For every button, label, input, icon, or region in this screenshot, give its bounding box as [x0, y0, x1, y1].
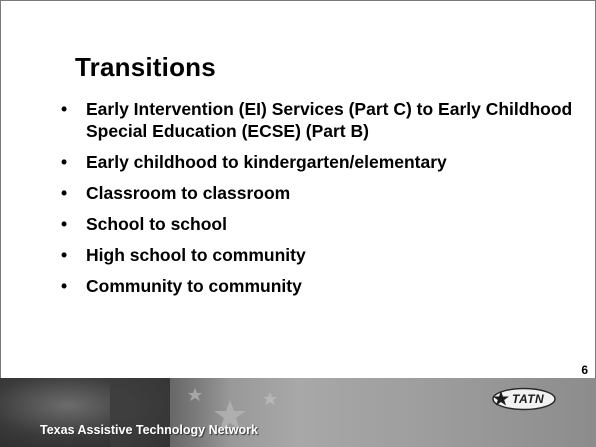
- bullet-text: Community to community: [86, 276, 302, 296]
- logo-text: TATN: [512, 392, 545, 406]
- bullet-text: High school to community: [86, 245, 306, 265]
- bullet-item: • School to school: [61, 213, 581, 235]
- footer-photo-fade: [110, 378, 230, 447]
- bullet-item: • Community to community: [61, 275, 581, 297]
- footer-stars-decoration: [188, 388, 277, 430]
- bullet-icon: •: [61, 276, 68, 296]
- bullet-text: Early Intervention (EI) Services (Part C…: [86, 99, 573, 141]
- bullet-text: Classroom to classroom: [86, 183, 291, 203]
- bullet-icon: •: [61, 99, 68, 119]
- slide-number: 6: [581, 363, 588, 377]
- bullet-text: School to school: [86, 214, 227, 234]
- bullet-item: • High school to community: [61, 244, 581, 266]
- bullet-list: • Early Intervention (EI) Services (Part …: [61, 98, 581, 306]
- bullet-icon: •: [61, 245, 68, 265]
- bullet-item: • Classroom to classroom: [61, 182, 581, 204]
- slide-title: Transitions: [75, 52, 216, 82]
- bullet-icon: •: [61, 183, 68, 203]
- tatn-logo: TATN: [490, 387, 556, 411]
- bullet-text: Early childhood to kindergarten/elementa…: [86, 152, 447, 172]
- bullet-item: • Early childhood to kindergarten/element…: [61, 151, 581, 173]
- bullet-icon: •: [61, 214, 68, 234]
- star-icon: [493, 391, 509, 406]
- footer-banner: Texas Assistive Technology Network: [0, 378, 596, 447]
- bullet-icon: •: [61, 152, 68, 172]
- organization-name: Texas Assistive Technology Network: [40, 423, 258, 437]
- bullet-item: • Early Intervention (EI) Services (Part …: [61, 98, 581, 142]
